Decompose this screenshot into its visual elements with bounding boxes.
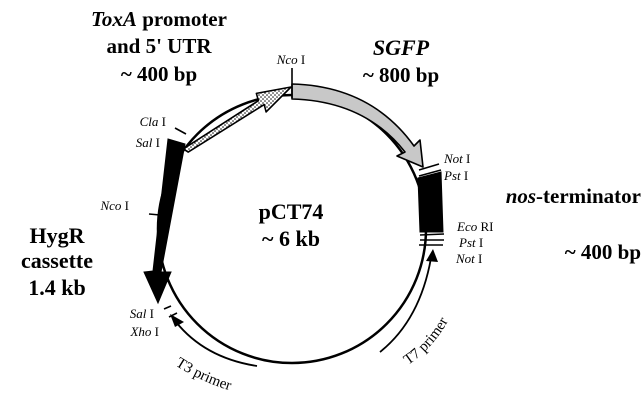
xho-tick (168, 312, 178, 318)
sgfp-size: ~ 800 bp (363, 63, 439, 87)
sal-lower-label: Sal I (130, 306, 154, 321)
t7-primer-arrow (379, 257, 432, 353)
toxa-label-line2: and 5' UTR (106, 34, 212, 58)
toxa-promoter-arrow (182, 86, 292, 153)
hygr-label-line1: HygR (30, 223, 86, 248)
t3-primer-arrowhead (170, 314, 184, 327)
pst-lower-label: Pst I (458, 235, 483, 250)
t7-primer-arrowhead (426, 249, 438, 262)
t7-primer-label: T7 primer (401, 315, 452, 369)
hygr-cassette-arrow (143, 138, 186, 305)
pst-upper-label: Pst I (443, 168, 468, 183)
toxa-label-line1: ToxA promoter (91, 7, 227, 31)
pst-upper-tick (418, 169, 442, 177)
toxa-size: ~ 400 bp (121, 62, 197, 86)
nos-size: ~ 400 bp (565, 240, 641, 264)
eco-tick (419, 233, 445, 236)
xho-label: Xho I (129, 324, 159, 339)
sal-lower-tick (163, 305, 172, 310)
nos-label: nos-terminator (506, 184, 641, 208)
nco-left-label: Nco I (99, 198, 129, 213)
nos-terminator-block (417, 171, 444, 233)
t3-primer-arrow (175, 321, 258, 367)
hygr-label-line2: cassette (21, 248, 93, 273)
t3-primer-label: T3 primer (173, 355, 233, 394)
cla-label: Cla I (140, 114, 166, 129)
plasmid-size: ~ 6 kb (262, 226, 320, 251)
not-lower-label: Not I (455, 251, 482, 266)
nco-top-label: Nco I (276, 52, 306, 67)
not-upper-label: Not I (443, 151, 470, 166)
sal-upper-label: Sal I (136, 135, 160, 150)
eco-label: Eco RI (456, 219, 493, 234)
sgfp-label: SGFP (373, 35, 430, 60)
sgfp-arrow (291, 83, 424, 168)
hygr-size: 1.4 kb (28, 275, 85, 300)
nco-left-tick (148, 213, 161, 216)
plasmid-name: pCT74 (259, 199, 324, 224)
sal-upper-tick (168, 141, 183, 149)
cla-tick (174, 127, 187, 135)
not-upper-tick (418, 163, 440, 171)
